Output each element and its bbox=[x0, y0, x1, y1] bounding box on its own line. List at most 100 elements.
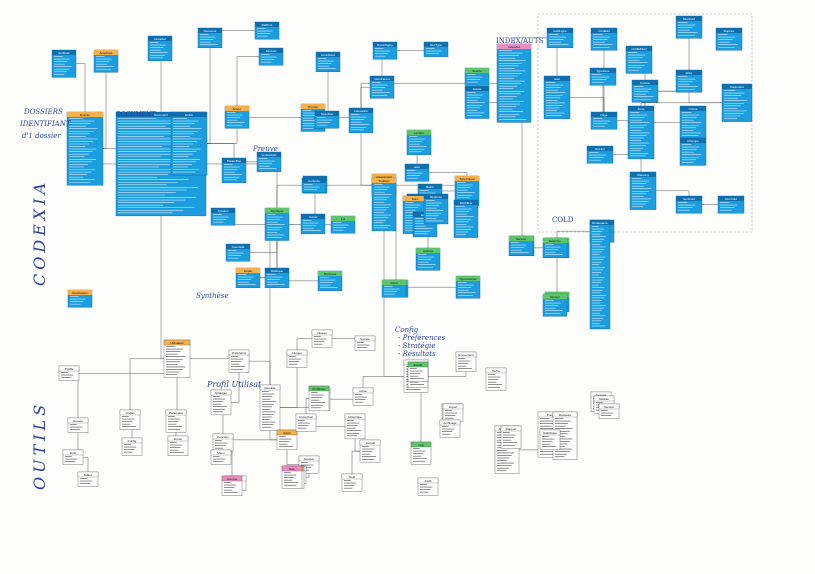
entity-title: Zone bbox=[638, 107, 645, 111]
entity-title: Document bbox=[154, 113, 168, 117]
entity-header bbox=[547, 28, 573, 33]
annotation-config-3: - Résultats bbox=[398, 350, 436, 358]
entity-title: ProfilUser bbox=[312, 387, 325, 391]
entity-o38: Tache bbox=[485, 367, 507, 391]
entity-title: SortCold bbox=[683, 197, 695, 201]
entity-title: Import bbox=[449, 405, 458, 409]
entity-title: Export bbox=[414, 363, 423, 367]
entity-header bbox=[311, 329, 333, 336]
entity-header bbox=[344, 413, 366, 420]
entity-title: Archive bbox=[423, 249, 433, 253]
entity-header bbox=[543, 238, 567, 243]
entity-c10: Zone bbox=[627, 105, 655, 160]
entity-t25: Dépôt bbox=[235, 267, 261, 288]
entity-title: Version bbox=[604, 405, 614, 409]
entity-t1: EvtDoss bbox=[51, 49, 77, 78]
entity-header bbox=[680, 106, 706, 111]
entity-o7: Parametre bbox=[165, 409, 187, 433]
entity-t51: Reponse bbox=[423, 193, 449, 225]
entity-title: Parametre bbox=[169, 411, 183, 415]
entity-title: TypeEnt bbox=[217, 209, 228, 213]
entity-t29: Auteur bbox=[464, 85, 490, 119]
entity-title: DocDossier bbox=[72, 291, 88, 295]
entity-header bbox=[626, 46, 652, 51]
entity-title: IndexAut bbox=[508, 45, 520, 49]
entity-header bbox=[77, 471, 99, 478]
entity-header bbox=[67, 112, 103, 117]
entity-title: Droits bbox=[174, 437, 182, 441]
entity-t46: ScanDoc bbox=[314, 110, 340, 129]
entity-header bbox=[259, 384, 281, 391]
entity-header bbox=[228, 349, 250, 356]
annotation-codexia: CODEXIA bbox=[30, 178, 49, 286]
entity-o3: Droit bbox=[62, 449, 84, 465]
entity-o1: Profils bbox=[58, 365, 80, 381]
entity-header bbox=[552, 411, 578, 418]
entity-title: Rupture bbox=[724, 29, 735, 33]
entity-t8: Personne bbox=[197, 27, 223, 48]
entity-header bbox=[222, 158, 246, 163]
entity-title: GroupUser bbox=[299, 415, 314, 419]
entity-t21: CourrierE bbox=[225, 243, 251, 262]
entity-header bbox=[442, 403, 464, 410]
entity-c15: Parametre bbox=[721, 83, 753, 122]
entity-title: DossDet bbox=[154, 37, 166, 41]
entity-o40: Import bbox=[442, 403, 464, 422]
entity-t22: Synthese bbox=[264, 207, 290, 241]
entity-header bbox=[276, 429, 298, 436]
entity-header bbox=[301, 104, 325, 109]
entity-title: Mapping bbox=[637, 173, 649, 177]
entity-header bbox=[632, 80, 658, 85]
entity-t34: Archive bbox=[415, 247, 441, 271]
entity-header bbox=[354, 335, 376, 342]
entity-header bbox=[455, 176, 479, 181]
entity-header bbox=[587, 146, 613, 151]
entity-title: Menu bbox=[217, 451, 225, 455]
entity-header bbox=[171, 112, 207, 117]
entity-t10: Acteur bbox=[224, 105, 250, 129]
entity-header bbox=[372, 174, 396, 179]
entity-header bbox=[497, 44, 531, 49]
annotation-dossier-detail: d'1 dossier bbox=[22, 132, 61, 140]
entity-title: Contexte bbox=[308, 179, 320, 183]
entity-title: Stratégie bbox=[215, 391, 227, 395]
annotation-config-2: - Stratégie bbox=[398, 342, 436, 350]
entity-title: Critere bbox=[688, 107, 697, 111]
entity-title: Format bbox=[640, 81, 650, 85]
entity-title: Rapport bbox=[506, 427, 517, 431]
entity-t33: Etat bbox=[404, 163, 430, 182]
entity-header bbox=[316, 52, 340, 57]
entity-header bbox=[407, 130, 431, 135]
entity-o49: Rapport bbox=[500, 425, 522, 449]
entity-t3: Dossier bbox=[66, 111, 104, 186]
entity-o36: Audit bbox=[417, 477, 439, 496]
entity-title: ScanDoc bbox=[321, 112, 334, 116]
annotation-preuve: Preuve bbox=[253, 145, 278, 153]
entity-title: Client bbox=[390, 281, 398, 285]
entity-t7: Entité bbox=[170, 111, 208, 176]
entity-t9: RelPers bbox=[254, 21, 280, 40]
entity-header bbox=[676, 70, 702, 75]
entity-title: Reponse bbox=[430, 195, 442, 199]
entity-c1: ColdLigne bbox=[546, 27, 574, 48]
entity-t19: VersionDoc bbox=[256, 151, 282, 172]
entity-t47: TraitDoc bbox=[371, 177, 397, 232]
entity-c11: Critere bbox=[679, 105, 707, 139]
entity-header bbox=[405, 164, 429, 169]
entity-header bbox=[286, 349, 308, 356]
entity-header bbox=[318, 271, 342, 276]
entity-header bbox=[52, 50, 76, 55]
entity-title: Archivage bbox=[443, 421, 457, 425]
entity-t26: Rubrique bbox=[264, 267, 290, 288]
entity-title: CourrierE bbox=[232, 245, 245, 249]
entity-header bbox=[454, 200, 478, 205]
entity-header bbox=[165, 409, 187, 416]
entity-header bbox=[210, 449, 232, 456]
entity-title: Compte bbox=[227, 477, 238, 481]
entity-title: DomOrigine bbox=[377, 43, 393, 47]
entity-header bbox=[94, 50, 118, 55]
entity-header bbox=[116, 112, 206, 117]
entity-o41: Archivage bbox=[439, 419, 461, 438]
entity-header bbox=[539, 429, 561, 436]
